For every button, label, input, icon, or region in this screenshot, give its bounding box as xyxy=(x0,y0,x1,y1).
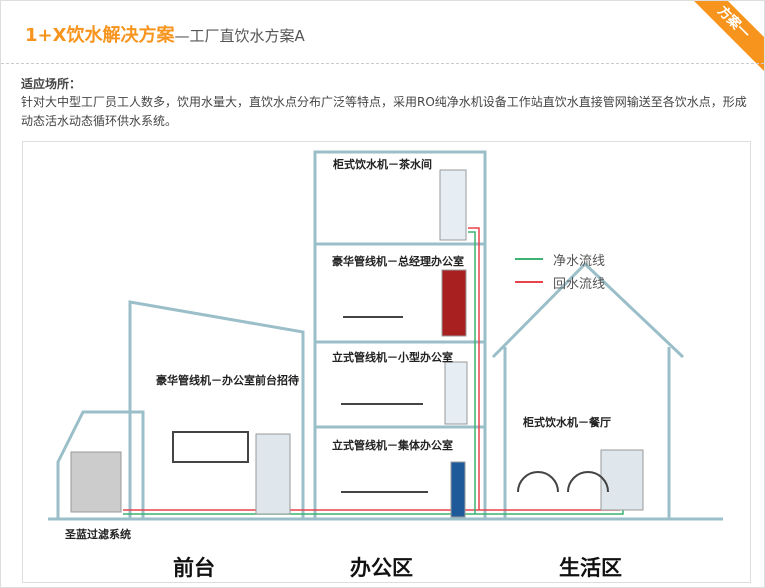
label-filter: 圣蓝过滤系统 xyxy=(65,528,131,541)
house-roof xyxy=(491,261,685,359)
legend-lines xyxy=(515,258,543,283)
zone-office: 办公区 xyxy=(350,556,413,580)
front-building xyxy=(128,300,305,521)
label-gm-office: 豪华管线机－总经理办公室 xyxy=(332,255,464,268)
corner-ribbon: 方案一 xyxy=(678,1,764,78)
building-illustration xyxy=(48,150,723,521)
title-main: 1+X饮水解决方案 xyxy=(25,25,175,46)
zone-living: 生活区 xyxy=(559,556,622,580)
water-system-diagram: 柜式饮水机－茶水间 豪华管线机－总经理办公室 立式管线机－小型办公室 立式管线机… xyxy=(22,141,751,583)
filter-shed xyxy=(56,410,145,521)
label-tea-room: 柜式饮水机－茶水间 xyxy=(333,158,432,171)
description-text: 针对大中型工厂员工人数多，饮用水量大，直饮水点分布广泛等特点，采用RO纯净水机设… xyxy=(21,95,747,128)
machines xyxy=(70,169,644,518)
description-heading: 适应场所： xyxy=(21,77,82,91)
label-canteen: 柜式饮水机－餐厅 xyxy=(523,416,611,429)
furniture-sketches xyxy=(172,316,609,493)
label-small-office: 立式管线机－小型办公室 xyxy=(332,351,453,364)
office-tower xyxy=(313,150,487,521)
legend-pure: 净水流线 xyxy=(553,254,606,269)
zone-front: 前台 xyxy=(173,556,215,580)
divider xyxy=(1,63,764,64)
page-title: 1+X饮水解决方案—工厂直饮水方案A xyxy=(25,21,305,47)
legend-return: 回水流线 xyxy=(553,277,606,292)
label-group-office: 立式管线机－集体办公室 xyxy=(332,439,453,452)
title-sub: —工厂直饮水方案A xyxy=(174,27,305,45)
label-reception: 豪华管线机－办公室前台招待 xyxy=(156,374,299,387)
pipes xyxy=(123,227,624,515)
